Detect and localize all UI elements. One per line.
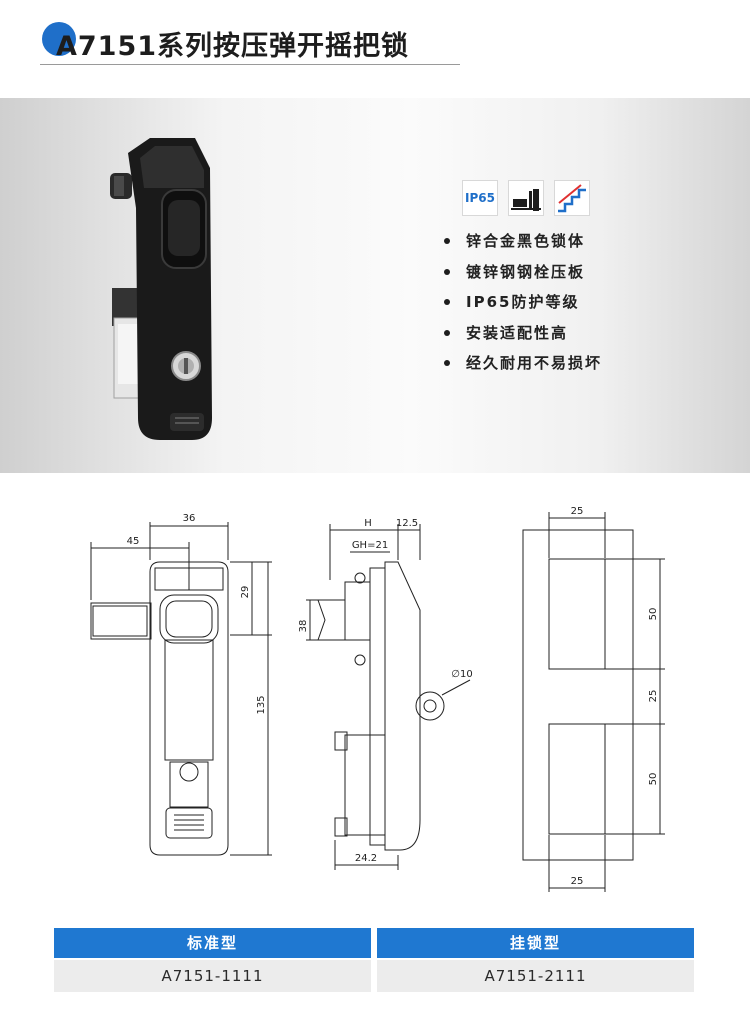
- title-block: A7151系列按压弹开摇把锁: [40, 14, 460, 66]
- title-underline: [40, 64, 460, 65]
- table-cell-padlock-model: A7151-2111: [377, 960, 694, 992]
- dim-front-width-top: 36: [183, 513, 196, 524]
- dim-cutout-h2: 50: [648, 773, 659, 786]
- model-table: 标准型 挂锁型 A7151-1111 A7151-2111: [54, 928, 694, 994]
- cutout-drawing: [522, 512, 665, 892]
- dim-side-diameter: ∅10: [451, 669, 472, 680]
- dim-side-depth: 24.2: [355, 853, 377, 864]
- feature-item: 镀锌钢钢栓压板: [440, 261, 602, 292]
- table-cell-standard-model: A7151-1111: [54, 960, 371, 992]
- panel-mount-icon: [508, 180, 544, 216]
- product-hero: IP65 锌合金黑色锁体 镀锌钢钢栓压板 IP65防护等级 安装适配性高 经久耐…: [0, 98, 750, 473]
- stairs-icon: [554, 180, 590, 216]
- dim-cutout-gap: 25: [648, 690, 659, 703]
- feature-item: 安装适配性高: [440, 322, 602, 353]
- dim-front-width-left: 45: [127, 536, 140, 547]
- dim-side-h: H: [364, 518, 372, 529]
- ip65-badge: IP65: [462, 180, 498, 216]
- dim-side-height: 38: [298, 620, 309, 633]
- dim-front-height-top: 29: [240, 586, 251, 599]
- feature-item: 经久耐用不易损坏: [440, 352, 602, 383]
- title-dot-icon: [42, 22, 76, 56]
- front-view-drawing: [90, 522, 272, 856]
- dim-cutout-h1: 50: [648, 608, 659, 621]
- table-header-standard: 标准型: [54, 928, 371, 958]
- dim-side-gh: GH=21: [352, 540, 388, 551]
- dim-side-offset: 12.5: [396, 518, 418, 529]
- dim-cutout-bottom: 25: [571, 876, 584, 887]
- side-view-drawing: [306, 524, 471, 870]
- feature-item: IP65防护等级: [440, 291, 602, 322]
- feature-item: 锌合金黑色锁体: [440, 230, 602, 261]
- dim-front-height-total: 135: [256, 695, 267, 714]
- technical-drawings: 36 45 29 135 H 12.5 GH=21 38 ∅10 24.2 25…: [90, 506, 665, 892]
- dim-cutout-top: 25: [571, 506, 584, 517]
- table-header-padlock: 挂锁型: [377, 928, 694, 958]
- page-title: A7151系列按压弹开摇把锁: [56, 31, 410, 62]
- product-photo: [110, 138, 212, 440]
- feature-list: 锌合金黑色锁体 镀锌钢钢栓压板 IP65防护等级 安装适配性高 经久耐用不易损坏: [440, 230, 602, 383]
